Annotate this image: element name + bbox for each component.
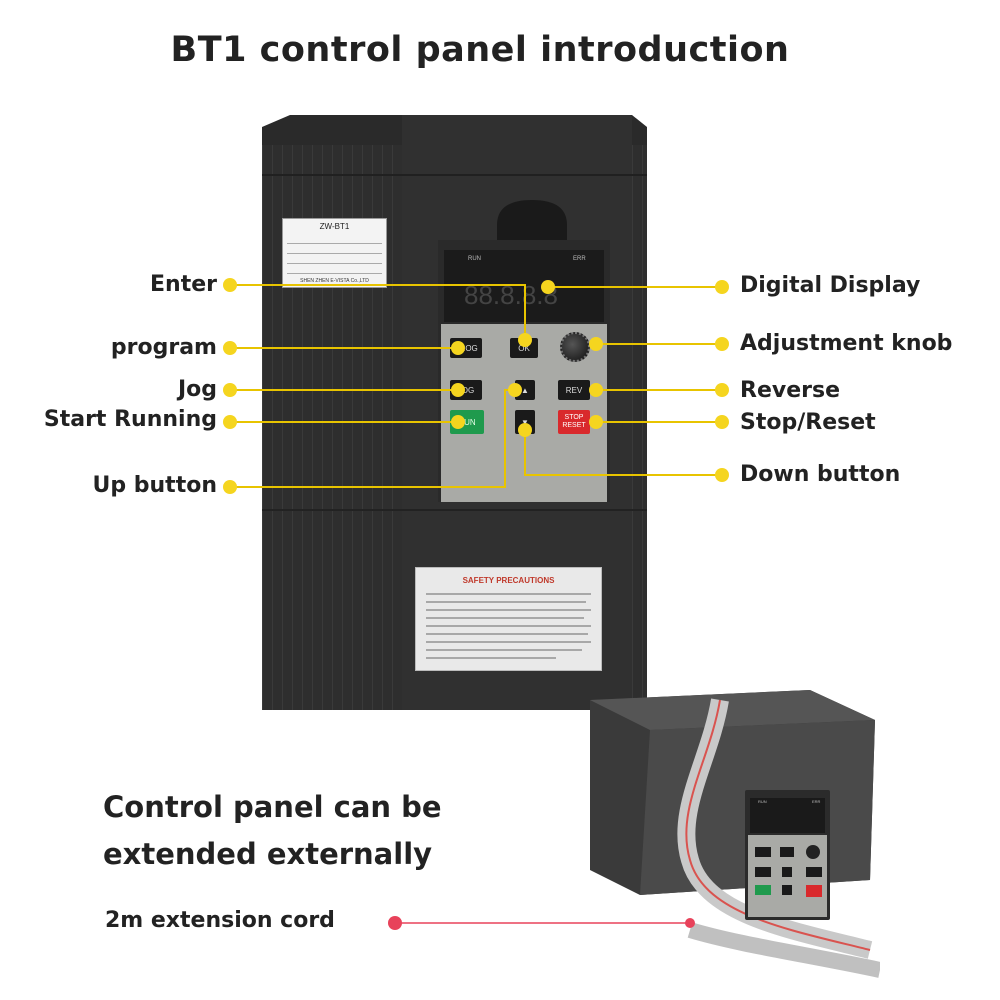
digital-display-readout: 88.8.8.8 (464, 280, 558, 310)
down-key[interactable]: ▼ (515, 410, 535, 434)
label-up-button: Up button (92, 473, 218, 498)
extension-photo: RUN ERR (590, 690, 880, 978)
ok-key[interactable]: OK (510, 338, 538, 358)
label-stop-reset: Stop/Reset (740, 410, 876, 435)
extend-text-line2: extended externally (103, 837, 433, 871)
adjustment-knob[interactable] (560, 332, 590, 362)
label-reverse: Reverse (740, 378, 840, 403)
nameplate-footer: SHEN ZHEN E-VISTA Co.,LTD (300, 278, 369, 284)
safety-label: SAFETY PRECAUTIONS (415, 567, 602, 671)
nameplate-lines (287, 234, 382, 274)
label-adjustment-knob: Adjustment knob (740, 331, 953, 356)
extend-text-line1: Control panel can be (103, 790, 442, 824)
label-enter: Enter (150, 272, 217, 297)
nameplate: ZW-BT1 SHEN ZHEN E-VISTA Co.,LTD (282, 218, 387, 288)
label-digital-display: Digital Display (740, 273, 921, 298)
rev-key[interactable]: REV (558, 380, 590, 400)
prog-key[interactable]: PROG (450, 338, 482, 358)
label-jog: Jog (177, 377, 217, 402)
run-key[interactable]: RUN (450, 410, 484, 434)
up-key[interactable]: ▲ (515, 380, 535, 400)
reset-key-label: RESET (562, 422, 586, 429)
err-indicator-label: ERR (573, 256, 586, 262)
label-down-button: Down button (740, 462, 901, 487)
label-program: program (110, 335, 217, 360)
safety-text-lines (426, 593, 591, 659)
remote-err-label: ERR (812, 799, 821, 804)
keypad-panel: RUN ERR 88.8.8.8 (438, 240, 610, 502)
up-arrow-icon: ▲ (521, 385, 529, 395)
jog-key[interactable]: JOG (450, 380, 482, 400)
down-arrow-icon: ▼ (521, 417, 529, 427)
cord-label: 2m extension cord (105, 908, 335, 933)
remote-run-label: RUN (758, 799, 767, 804)
stop-reset-key[interactable]: STOP RESET (558, 410, 590, 434)
stop-key-label: STOP (564, 414, 584, 421)
page-title: BT1 control panel introduction (170, 30, 790, 70)
safety-title: SAFETY PRECAUTIONS (462, 576, 555, 585)
nameplate-title: ZW-BT1 (319, 222, 350, 231)
run-indicator-label: RUN (468, 256, 481, 262)
label-start-running: Start Running (43, 407, 217, 432)
